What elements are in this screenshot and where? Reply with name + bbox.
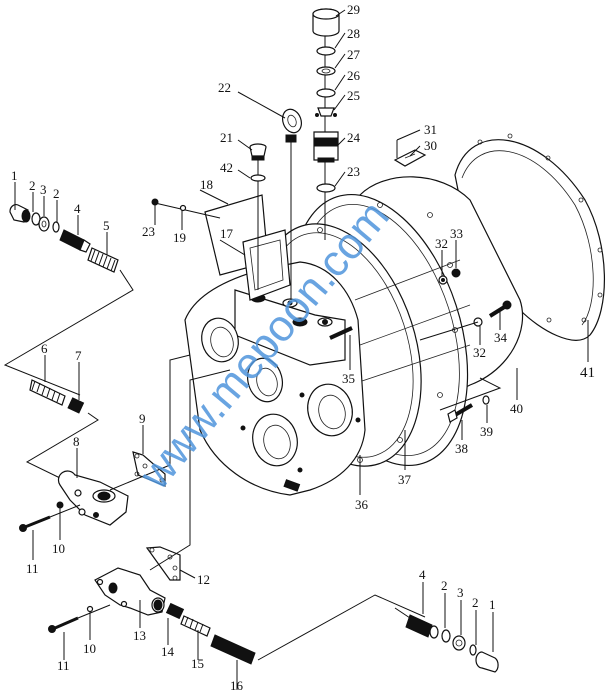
callout-label: 22: [218, 80, 231, 95]
valve-body-13: [94, 567, 166, 616]
spring-6-piston-7: [25, 379, 99, 479]
bolt-38-washer-39: [439, 377, 502, 423]
callout-label: 29: [347, 2, 360, 17]
callout-label: 25: [347, 88, 360, 103]
right-valve-stack-lower: [394, 607, 499, 673]
callout-label: 16: [230, 678, 244, 693]
callout-label: 11: [26, 561, 39, 576]
callout-label: 27: [347, 47, 361, 62]
callout-label: 33: [450, 226, 463, 241]
callout-labels: 1 2 3 2 4 5 6 7 8 9 10 11 12 13 10 11 14…: [11, 2, 595, 693]
screw-11-lower: [48, 604, 111, 633]
callout-label: 7: [75, 348, 82, 363]
callout-label: 5: [103, 218, 110, 233]
callout-label: 32: [473, 345, 486, 360]
callout-label: 32: [435, 236, 448, 251]
gasket-12: [145, 369, 231, 581]
callout-label: 10: [52, 541, 65, 556]
plate-30: [393, 149, 427, 167]
screw-11-upper: [19, 501, 81, 532]
callout-label: 1: [11, 168, 18, 183]
callout-label: 3: [457, 585, 464, 600]
left-valve-stack-upper: [3, 204, 134, 396]
leader-lines: [14, 9, 589, 690]
gasket-9: [109, 354, 191, 491]
callout-label: 11: [57, 658, 70, 673]
callout-label: 24: [347, 130, 361, 145]
callout-label: 23: [142, 224, 155, 239]
callout-label: 19: [173, 230, 186, 245]
fasteners-32-34: [419, 268, 512, 341]
callout-label: 36: [355, 497, 369, 512]
callout-label: 38: [455, 441, 468, 456]
callout-label: 26: [347, 68, 361, 83]
callout-label: 23: [347, 164, 360, 179]
main-housing: [184, 176, 524, 496]
callout-label: 17: [220, 226, 234, 241]
callout-label: 35: [342, 371, 355, 386]
eye-bolt-22: [281, 108, 303, 300]
callout-label: 34: [494, 330, 508, 345]
callout-label: 13: [133, 628, 146, 643]
callout-label: 42: [220, 160, 233, 175]
springs-14-16: [165, 594, 426, 665]
callout-label: 30: [424, 138, 437, 153]
callout-label: 31: [424, 122, 437, 137]
callout-label: 8: [73, 434, 80, 449]
callout-label: 6: [41, 341, 48, 356]
callout-label: 40: [510, 401, 523, 416]
callout-label: 37: [398, 472, 412, 487]
callout-label: 4: [419, 567, 426, 582]
valve-body-8: [57, 470, 129, 526]
callout-label: 15: [191, 656, 204, 671]
cover-plates: [204, 194, 291, 301]
plug-21: [249, 143, 267, 290]
callout-label: 41: [580, 365, 595, 381]
callout-label: 21: [220, 130, 233, 145]
callout-label: 10: [83, 641, 96, 656]
callout-label: 2: [441, 578, 448, 593]
callout-label: 14: [161, 644, 175, 659]
callout-label: 39: [480, 424, 493, 439]
callout-label: 12: [197, 572, 210, 587]
callout-label: 4: [74, 201, 81, 216]
callout-label: 9: [139, 411, 146, 426]
callout-label: 1: [489, 597, 496, 612]
callout-label: 2: [472, 595, 479, 610]
callout-label: 2: [53, 186, 60, 201]
callout-label: 28: [347, 26, 360, 41]
callout-label: 3: [40, 182, 47, 197]
callout-label: 2: [29, 178, 36, 193]
top-stack: [312, 8, 340, 240]
bolt-23-washer-19: [151, 198, 221, 219]
callout-label: 18: [200, 177, 213, 192]
